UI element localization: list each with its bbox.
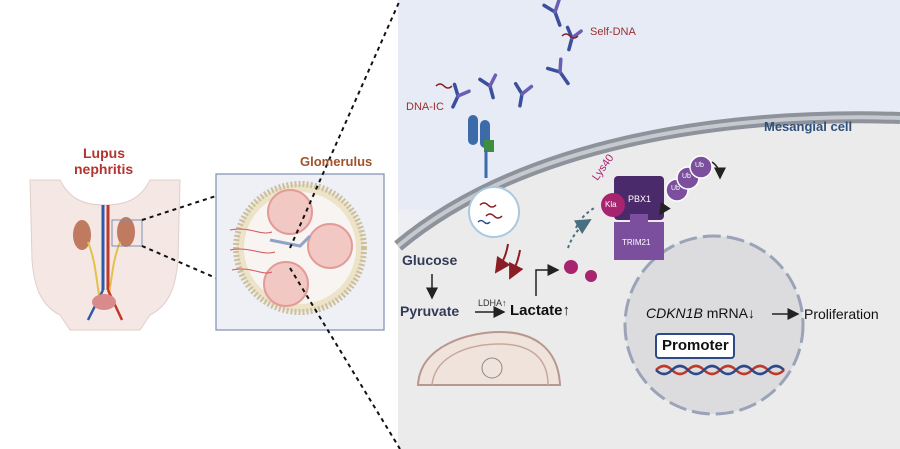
zoom-line xyxy=(141,195,217,221)
self-dna-strand xyxy=(561,33,579,39)
pyruvate-label: Pyruvate xyxy=(400,303,460,319)
mesangial-cell-label: Mesangial cell xyxy=(764,119,853,134)
nephritis-title: nephritis xyxy=(74,161,134,177)
ldha-up-arrow: ↑ xyxy=(502,298,507,308)
membrane-receptor xyxy=(468,115,494,178)
lactate-molecule xyxy=(564,260,578,274)
ub-modification xyxy=(689,155,713,179)
lupus-title: Lupus xyxy=(83,145,125,161)
ub-label: Ub xyxy=(671,185,680,192)
cdkn1b-gene: CDKN1B xyxy=(646,305,703,321)
proliferation-label: Proliferation xyxy=(804,306,879,322)
lactate-up-arrow: ↑ xyxy=(562,302,571,319)
ub-label: Ub xyxy=(682,173,691,180)
glomerulus-illustration xyxy=(229,181,367,315)
cdkn1b-mrna-label: CDKN1B mRNA↓ xyxy=(646,305,755,321)
trim21-protein xyxy=(614,222,664,260)
lactate-export-arrow xyxy=(535,264,560,296)
lactate-molecule xyxy=(585,270,597,282)
lactate-label: Lactate↑ xyxy=(510,302,571,319)
dna-ic-signal-arrow xyxy=(494,243,511,274)
dna-ic-signal-arrow xyxy=(509,249,524,280)
promoter-box xyxy=(655,333,735,359)
lactylation-arrow xyxy=(575,207,595,229)
kidney-urinary-system xyxy=(73,205,135,321)
nucleus xyxy=(623,234,805,416)
zoom-line xyxy=(141,245,217,279)
lactylation-arrow xyxy=(567,218,592,249)
antibody xyxy=(545,57,570,86)
ub-label: Ub xyxy=(695,162,704,169)
pbx1-label: PBX1 xyxy=(628,194,652,204)
pbx1-trim21-complex xyxy=(614,176,664,260)
pbx1-protein xyxy=(614,176,664,220)
antibody-group xyxy=(451,0,583,109)
glucose-label: Glucose xyxy=(402,252,458,268)
kla-label: Kla xyxy=(605,200,617,209)
self-dna-strand xyxy=(435,83,453,89)
kla-modification xyxy=(601,193,625,217)
antibody xyxy=(478,73,498,100)
glomerulus-label: Glomerulus xyxy=(300,154,373,169)
human-torso xyxy=(29,179,181,331)
endosome xyxy=(468,186,520,238)
mitochondrion xyxy=(416,330,562,386)
promoter-label: Promoter xyxy=(662,337,729,354)
zoom-line xyxy=(289,0,401,249)
antibody xyxy=(451,82,471,109)
kidney-zoom-box xyxy=(111,219,143,247)
zoom-line xyxy=(289,267,401,449)
mrna-down-arrow: ↓ xyxy=(747,305,755,321)
self-dna-label: Self-DNA xyxy=(590,26,636,38)
dna-ic-label: DNA-IC xyxy=(406,101,444,113)
dna-helix xyxy=(655,364,785,376)
trim21-label: TRIM21 xyxy=(622,238,651,247)
antibody xyxy=(513,81,534,108)
antibody xyxy=(542,0,562,27)
ldha-label: LDHA↑ xyxy=(478,298,507,308)
